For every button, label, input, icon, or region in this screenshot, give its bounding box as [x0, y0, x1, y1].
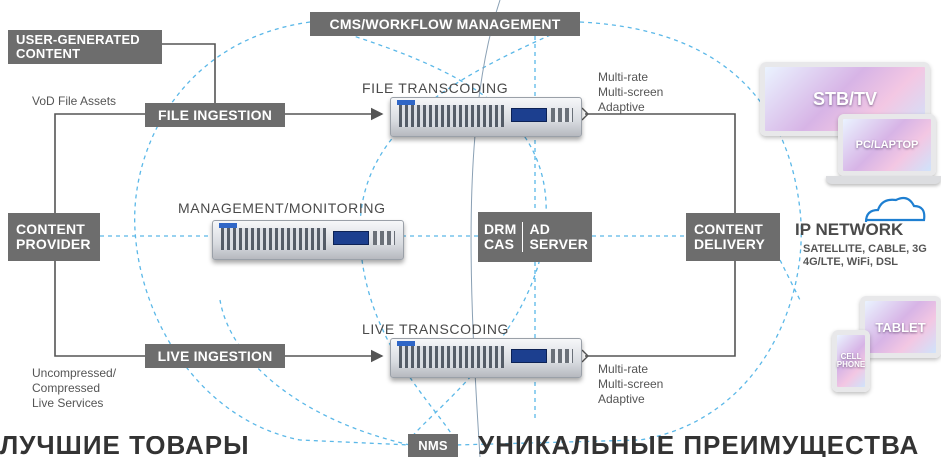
drm-ad-box: DRM CAS AD SERVER — [478, 212, 592, 262]
pc-laptop-label: PC/LAPTOP — [855, 139, 919, 151]
live-ingestion-label: LIVE INGESTION — [157, 347, 273, 364]
content-provider-line-2: PROVIDER — [16, 236, 91, 252]
solid-flow-lines — [54, 43, 736, 363]
tablet-screen: TABLET — [860, 296, 941, 358]
nms-box: NMS — [408, 434, 458, 457]
cms-workflow-label: CMS/WORKFLOW MANAGEMENT — [329, 15, 561, 32]
cloud-icon — [864, 196, 926, 223]
file-transcoding-title: FILE TRANSCODING — [362, 80, 509, 96]
footer-strip: ЛУЧШИЕ ТОВАРЫ УНИКАЛЬНЫЕ ПРЕИМУЩЕСТВА — [0, 436, 941, 457]
management-server-device — [212, 220, 404, 260]
server-label: SERVER — [529, 236, 589, 252]
live-ingestion-box: LIVE INGESTION — [145, 344, 285, 368]
live-transcoding-title: LIVE TRANSCODING — [362, 321, 510, 337]
cas-label: CAS — [484, 236, 515, 252]
user-generated-content-box: USER-GENERATED CONTENT — [8, 30, 162, 64]
multirate-bottom-label: Multi-rate Multi-screen Adaptive — [598, 362, 664, 406]
content-delivery-line-2: DELIVERY — [694, 236, 766, 252]
cms-workflow-box: CMS/WORKFLOW MANAGEMENT — [310, 12, 580, 36]
live-services-label: Uncompressed/ Compressed Live Services — [32, 366, 117, 410]
footer-left-text: ЛУЧШИЕ ТОВАРЫ — [0, 436, 250, 457]
pc-laptop-screen: PC/LAPTOP — [838, 114, 936, 176]
drm-label: DRM — [484, 221, 517, 238]
content-delivery-box: CONTENT DELIVERY — [686, 213, 780, 261]
stb-tv-label: STB/TV — [812, 88, 877, 109]
footer-right-text: УНИКАЛЬНЫЕ ПРЕИМУЩЕСТВА — [478, 436, 920, 457]
content-provider-box: CONTENT PROVIDER — [8, 213, 100, 261]
cell-phone-label: CELL PHONE — [836, 351, 866, 369]
multirate-top-label: Multi-rate Multi-screen Adaptive — [598, 70, 664, 114]
ad-label: AD — [529, 221, 551, 238]
content-delivery-line-1: CONTENT — [694, 221, 764, 238]
file-ingestion-box: FILE INGESTION — [145, 103, 285, 127]
ip-network-subtitle: SATELLITE, CABLE, 3G 4G/LTE, WiFi, DSL — [803, 243, 927, 268]
laptop-base — [826, 176, 941, 184]
vod-file-assets-label: VoD File Assets — [32, 94, 117, 108]
file-transcoder-device — [390, 97, 582, 137]
tablet-label: TABLET — [875, 319, 926, 335]
ip-network-title: IP NETWORK — [795, 220, 904, 239]
management-monitoring-title: MANAGEMENT/MONITORING — [178, 200, 386, 216]
content-provider-line-1: CONTENT — [16, 221, 86, 238]
user-generated-line-2: CONTENT — [16, 46, 81, 61]
nms-label: NMS — [418, 437, 448, 453]
cell-phone-screen: CELL PHONE — [832, 330, 870, 392]
user-generated-line-1: USER-GENERATED — [16, 32, 140, 48]
live-transcoder-device — [390, 338, 582, 378]
file-ingestion-label: FILE INGESTION — [157, 106, 273, 123]
